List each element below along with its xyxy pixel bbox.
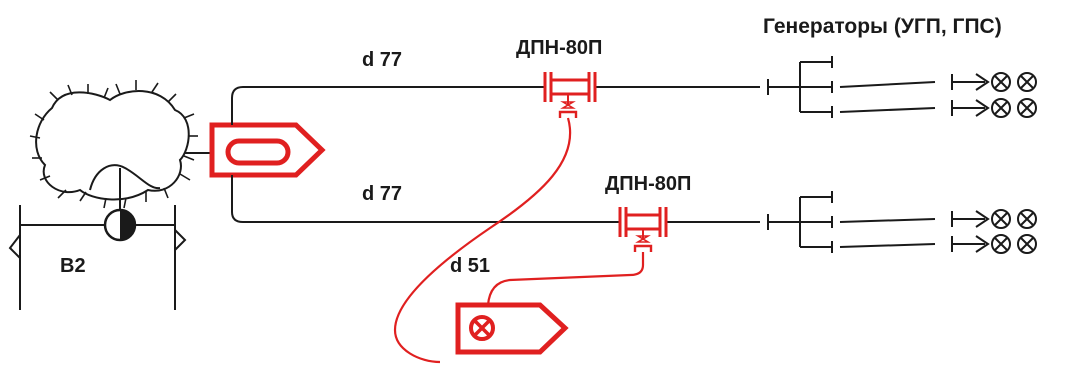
nozzle-arrow-icon: [951, 73, 990, 91]
pump-truck: [185, 122, 326, 178]
pump-icon: [225, 138, 291, 166]
foam-mixer-bottom-label: ДПН-80П: [605, 173, 691, 195]
hydrant-icon: [103, 208, 137, 242]
foam-mixer-icon: [543, 72, 597, 118]
nozzle-cross-icon: [1017, 209, 1037, 229]
pipe-red-label: d 51: [450, 255, 490, 277]
nozzle-cross-icon: [991, 98, 1011, 118]
nozzle-cross-icon: [1017, 72, 1037, 92]
foam-mixer-top: ДПН-80П: [516, 37, 602, 118]
foam-mixer-bottom: ДПН-80П: [605, 173, 691, 252]
nozzle-cross-icon: [1017, 98, 1037, 118]
generators-top: [951, 72, 1037, 118]
branch-manifold-bottom: [767, 191, 936, 253]
branch-manifold-top: [767, 56, 936, 118]
pipe-top-label: d 77: [362, 49, 402, 71]
nozzle-cross-icon: [991, 72, 1011, 92]
nozzle-arrow-icon: [951, 210, 990, 228]
building-walls: [8, 168, 187, 310]
foam-mixer-top-label: ДПН-80П: [516, 37, 602, 59]
generators-bottom: [951, 209, 1037, 254]
generators-title: Генераторы (УГП, ГПС): [763, 15, 1002, 38]
nozzle-cross-icon: [991, 234, 1011, 254]
source-label: В2: [60, 255, 86, 277]
nozzle-cross-icon: [1017, 234, 1037, 254]
nozzle-cross-icon: [991, 209, 1011, 229]
foam-truck: [455, 302, 569, 355]
foam-valve-icon: [469, 315, 495, 341]
foam-concentrate-hoses: [393, 117, 645, 364]
nozzle-arrow-icon: [951, 99, 990, 117]
nozzle-arrow-icon: [951, 235, 990, 253]
reservoir-outline-icon: [29, 80, 198, 209]
water-source: В2: [8, 80, 198, 310]
pipe-bottom-label: d 77: [362, 183, 402, 205]
foam-mixer-icon: [618, 207, 668, 252]
hose-lines: [231, 86, 760, 223]
